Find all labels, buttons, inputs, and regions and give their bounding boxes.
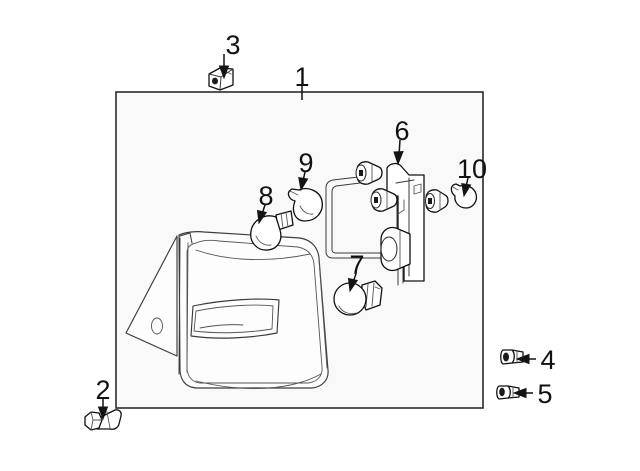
reflector-band-highlight (199, 324, 244, 329)
bulb7-socket-rib-1 (365, 283, 369, 308)
arrowhead-3 (218, 65, 230, 80)
callout-label-6: 6 (394, 116, 409, 146)
socket-bottom-large-face (380, 236, 398, 262)
screw5-drive-recess (499, 387, 505, 397)
callout-label-4: 4 (540, 345, 555, 375)
push-pin-retainer-clip-part3 (208, 67, 234, 91)
arrowhead-6 (393, 150, 404, 166)
bulb9-glass (287, 187, 323, 222)
lens-top-notch (179, 232, 193, 244)
wedge-bulb-large-part8 (250, 210, 294, 251)
lens-upper-contour (195, 249, 311, 261)
callout-label-9: 9 (298, 148, 313, 178)
carrier-fold-line-2 (395, 179, 415, 184)
bulb9-base-neck (289, 190, 299, 196)
carrier-tab (413, 183, 422, 195)
callout-label-2: 2 (95, 375, 110, 405)
carrier-notch (397, 199, 405, 215)
arrowhead-9 (298, 176, 309, 192)
socket-right-keyway (428, 198, 432, 204)
reflector-band-inner (193, 304, 274, 334)
round-bulb-part7 (333, 280, 383, 316)
bolt2-hex-head (84, 411, 103, 431)
clip3-center-mark (212, 77, 218, 85)
arrowhead-7 (347, 277, 359, 293)
bulb8-base-rib-2 (285, 211, 289, 228)
socket-middle-left (370, 188, 398, 212)
socket-bracket-carrier (355, 161, 449, 282)
lens-right-seam (318, 259, 328, 369)
bolt2-shank (96, 409, 122, 430)
tail-lamp-lens-housing (125, 231, 329, 389)
bulb7-glass-highlight (338, 305, 357, 315)
wire-harness-loop (325, 175, 404, 286)
arrowhead-8 (256, 209, 268, 225)
callout-label-1: 1 (294, 62, 309, 92)
bulb8-base-rib-1 (280, 212, 284, 229)
callout-label-8: 8 (258, 181, 273, 211)
lens-bottom-contour (195, 373, 322, 389)
pan-head-screw-upper-part4 (500, 349, 524, 365)
bulb7-socket-rib-2 (371, 282, 375, 307)
socket-bottom-large (380, 226, 411, 272)
reflector-band (190, 298, 280, 339)
bolt2-shank-thread (106, 411, 111, 429)
bulb9-glass-highlight (299, 205, 314, 215)
bulb7-socket-tab (374, 286, 381, 290)
flange-mount-hole (151, 317, 163, 335)
harness-loop-inner (331, 181, 404, 284)
socket-right (424, 189, 449, 213)
callout-label-5: 5 (537, 379, 552, 409)
bulb10-base-neck (452, 186, 459, 191)
lens-left-seam-inner (186, 242, 189, 373)
hex-flange-bolt-part2 (84, 409, 122, 431)
arrowhead-5 (512, 387, 527, 399)
wedge-bulb-medium-part9 (287, 187, 323, 222)
socket-middle-left-keyway (374, 197, 378, 203)
arrowhead-4 (515, 353, 530, 365)
lens-left-seam (178, 237, 181, 375)
socket-upper-left (355, 161, 383, 185)
callout-label-3: 3 (225, 30, 240, 60)
socket-upper-left-keyway (359, 170, 363, 176)
arrowhead-2 (97, 406, 109, 421)
callout-label-10: 10 (457, 154, 487, 184)
harness-loop-outer (325, 175, 399, 286)
mounting-flange-triangle (125, 235, 178, 357)
clip3-side-edge (219, 76, 222, 91)
bulb8-glass-highlight (255, 235, 272, 246)
lens-inner-edge (186, 239, 323, 384)
pan-head-screw-lower-part5 (496, 385, 520, 400)
arrowhead-10 (461, 182, 472, 198)
callout-label-7: 7 (349, 250, 364, 280)
screw4-drive-recess (503, 352, 509, 362)
